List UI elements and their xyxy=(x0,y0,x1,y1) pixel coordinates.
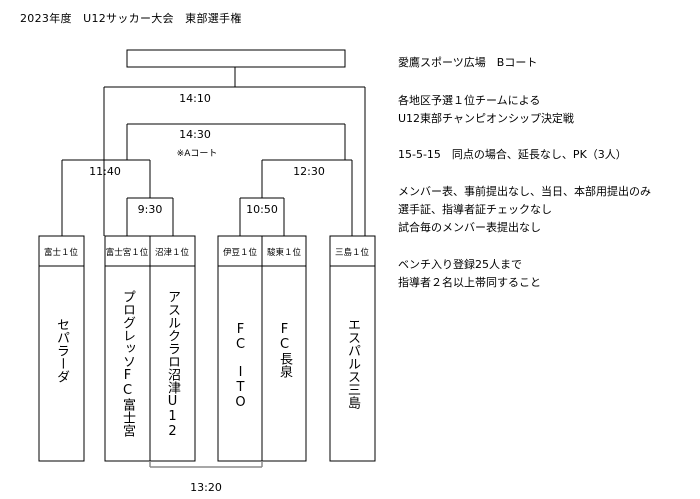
member-rule: メンバー表、事前提出なし、当日、本部用提出のみ xyxy=(398,185,651,198)
team-box-6 xyxy=(329,235,376,462)
member-rule: 試合毎のメンバー表提出なし xyxy=(398,221,541,234)
bench-rule: 指導者２名以上帯同すること xyxy=(398,276,541,289)
team-box-1 xyxy=(38,235,85,462)
final-time: 14:10 xyxy=(179,92,211,105)
team-name: プログレッソFC富士宮 xyxy=(120,290,135,437)
seed-label: 三島１位 xyxy=(334,248,370,258)
seed-label: 富士宮１位 xyxy=(105,248,149,258)
team-name: FC ITO xyxy=(233,322,248,410)
team-name: エスパルス三島 xyxy=(345,318,360,409)
bench-rule: ベンチ入り登録25人まで xyxy=(398,258,522,271)
seed-label: 富士１位 xyxy=(43,248,79,258)
rules-text: 15-5-15 同点の場合、延長なし、PK（3人） xyxy=(398,148,627,161)
page-title: 2023年度 U12サッカー大会 東部選手権 xyxy=(20,12,242,25)
semi-right-time: 12:30 xyxy=(293,165,325,178)
team-name: FC長泉 xyxy=(277,322,292,378)
seed-label: 駿東１位 xyxy=(266,248,302,258)
bottom-time: 13:20 xyxy=(190,481,222,494)
team-name: セパラーダ xyxy=(54,318,69,383)
qf-right-time: 10:50 xyxy=(246,203,278,216)
seed-label: 伊豆１位 xyxy=(222,248,258,258)
third-place-time: 14:30 xyxy=(179,128,211,141)
venue-text: 愛鷹スポーツ広場 Bコート xyxy=(398,56,538,69)
semi-left-time: 11:40 xyxy=(89,165,121,178)
qf-left-time: 9:30 xyxy=(137,203,163,216)
third-place-court-note: ※Aコート xyxy=(176,149,218,159)
member-rule: 選手証、指導者証チェックなし xyxy=(398,203,552,216)
champion-box xyxy=(126,49,346,68)
info-line: 各地区予選１位チームによる xyxy=(398,94,541,107)
seed-label: 沼津１位 xyxy=(154,248,190,258)
info-line: U12東部チャンピオンシップ決定戦 xyxy=(398,112,574,125)
team-name: アスルクラロ沼津U12 xyxy=(165,290,180,439)
